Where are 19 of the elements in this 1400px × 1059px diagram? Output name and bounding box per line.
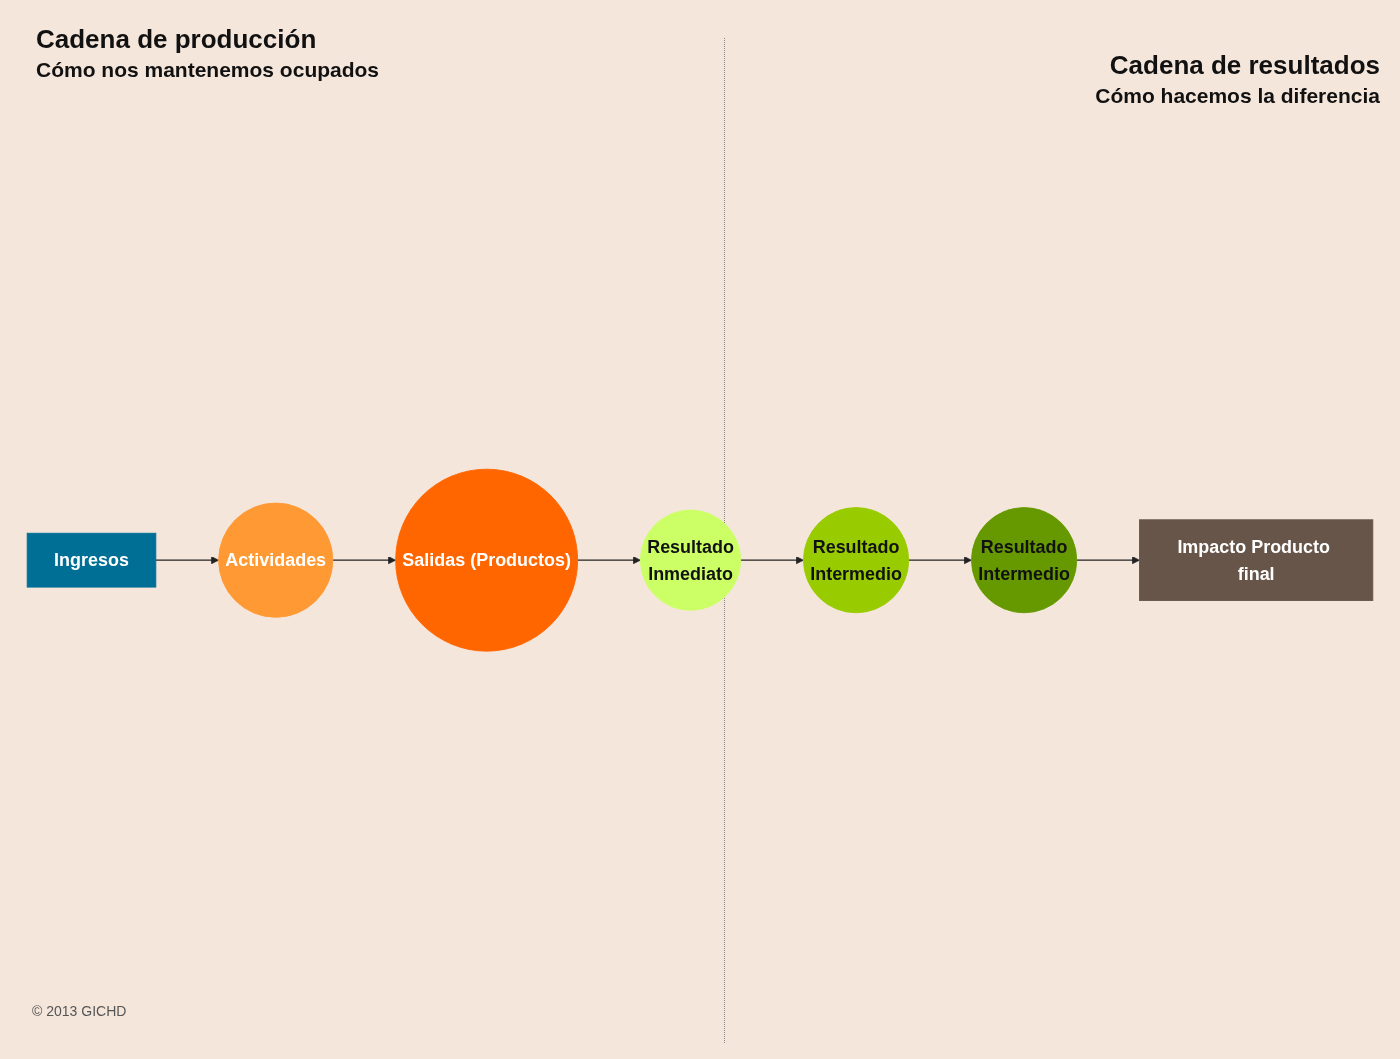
copyright-note: © 2013 GICHD (32, 1003, 127, 1019)
node-box (26, 532, 157, 588)
node-circle (395, 468, 579, 652)
arrow (332, 556, 396, 564)
arrow (908, 556, 972, 564)
section-heading: Cadena de resultados (1109, 50, 1380, 81)
section-heading: Cadena de producción (36, 24, 317, 55)
arrow (155, 556, 219, 564)
section-subheading: Cómo hacemos la diferencia (1095, 84, 1380, 108)
node-circle (218, 502, 334, 618)
arrow (740, 556, 804, 564)
arrow (1076, 556, 1140, 564)
node-circle (971, 506, 1078, 614)
node-circle (803, 506, 910, 614)
node-box (1139, 519, 1374, 601)
node-circle (640, 509, 742, 611)
section-subheading: Cómo nos mantenemos ocupados (36, 58, 380, 82)
flow-diagram: Ingresos Actividades Salidas (Productos) Resultado Inmediato Resultado Intermedio Resultado Intermedio Impacto Producto final (20, 461, 1380, 659)
arrow (576, 556, 641, 564)
